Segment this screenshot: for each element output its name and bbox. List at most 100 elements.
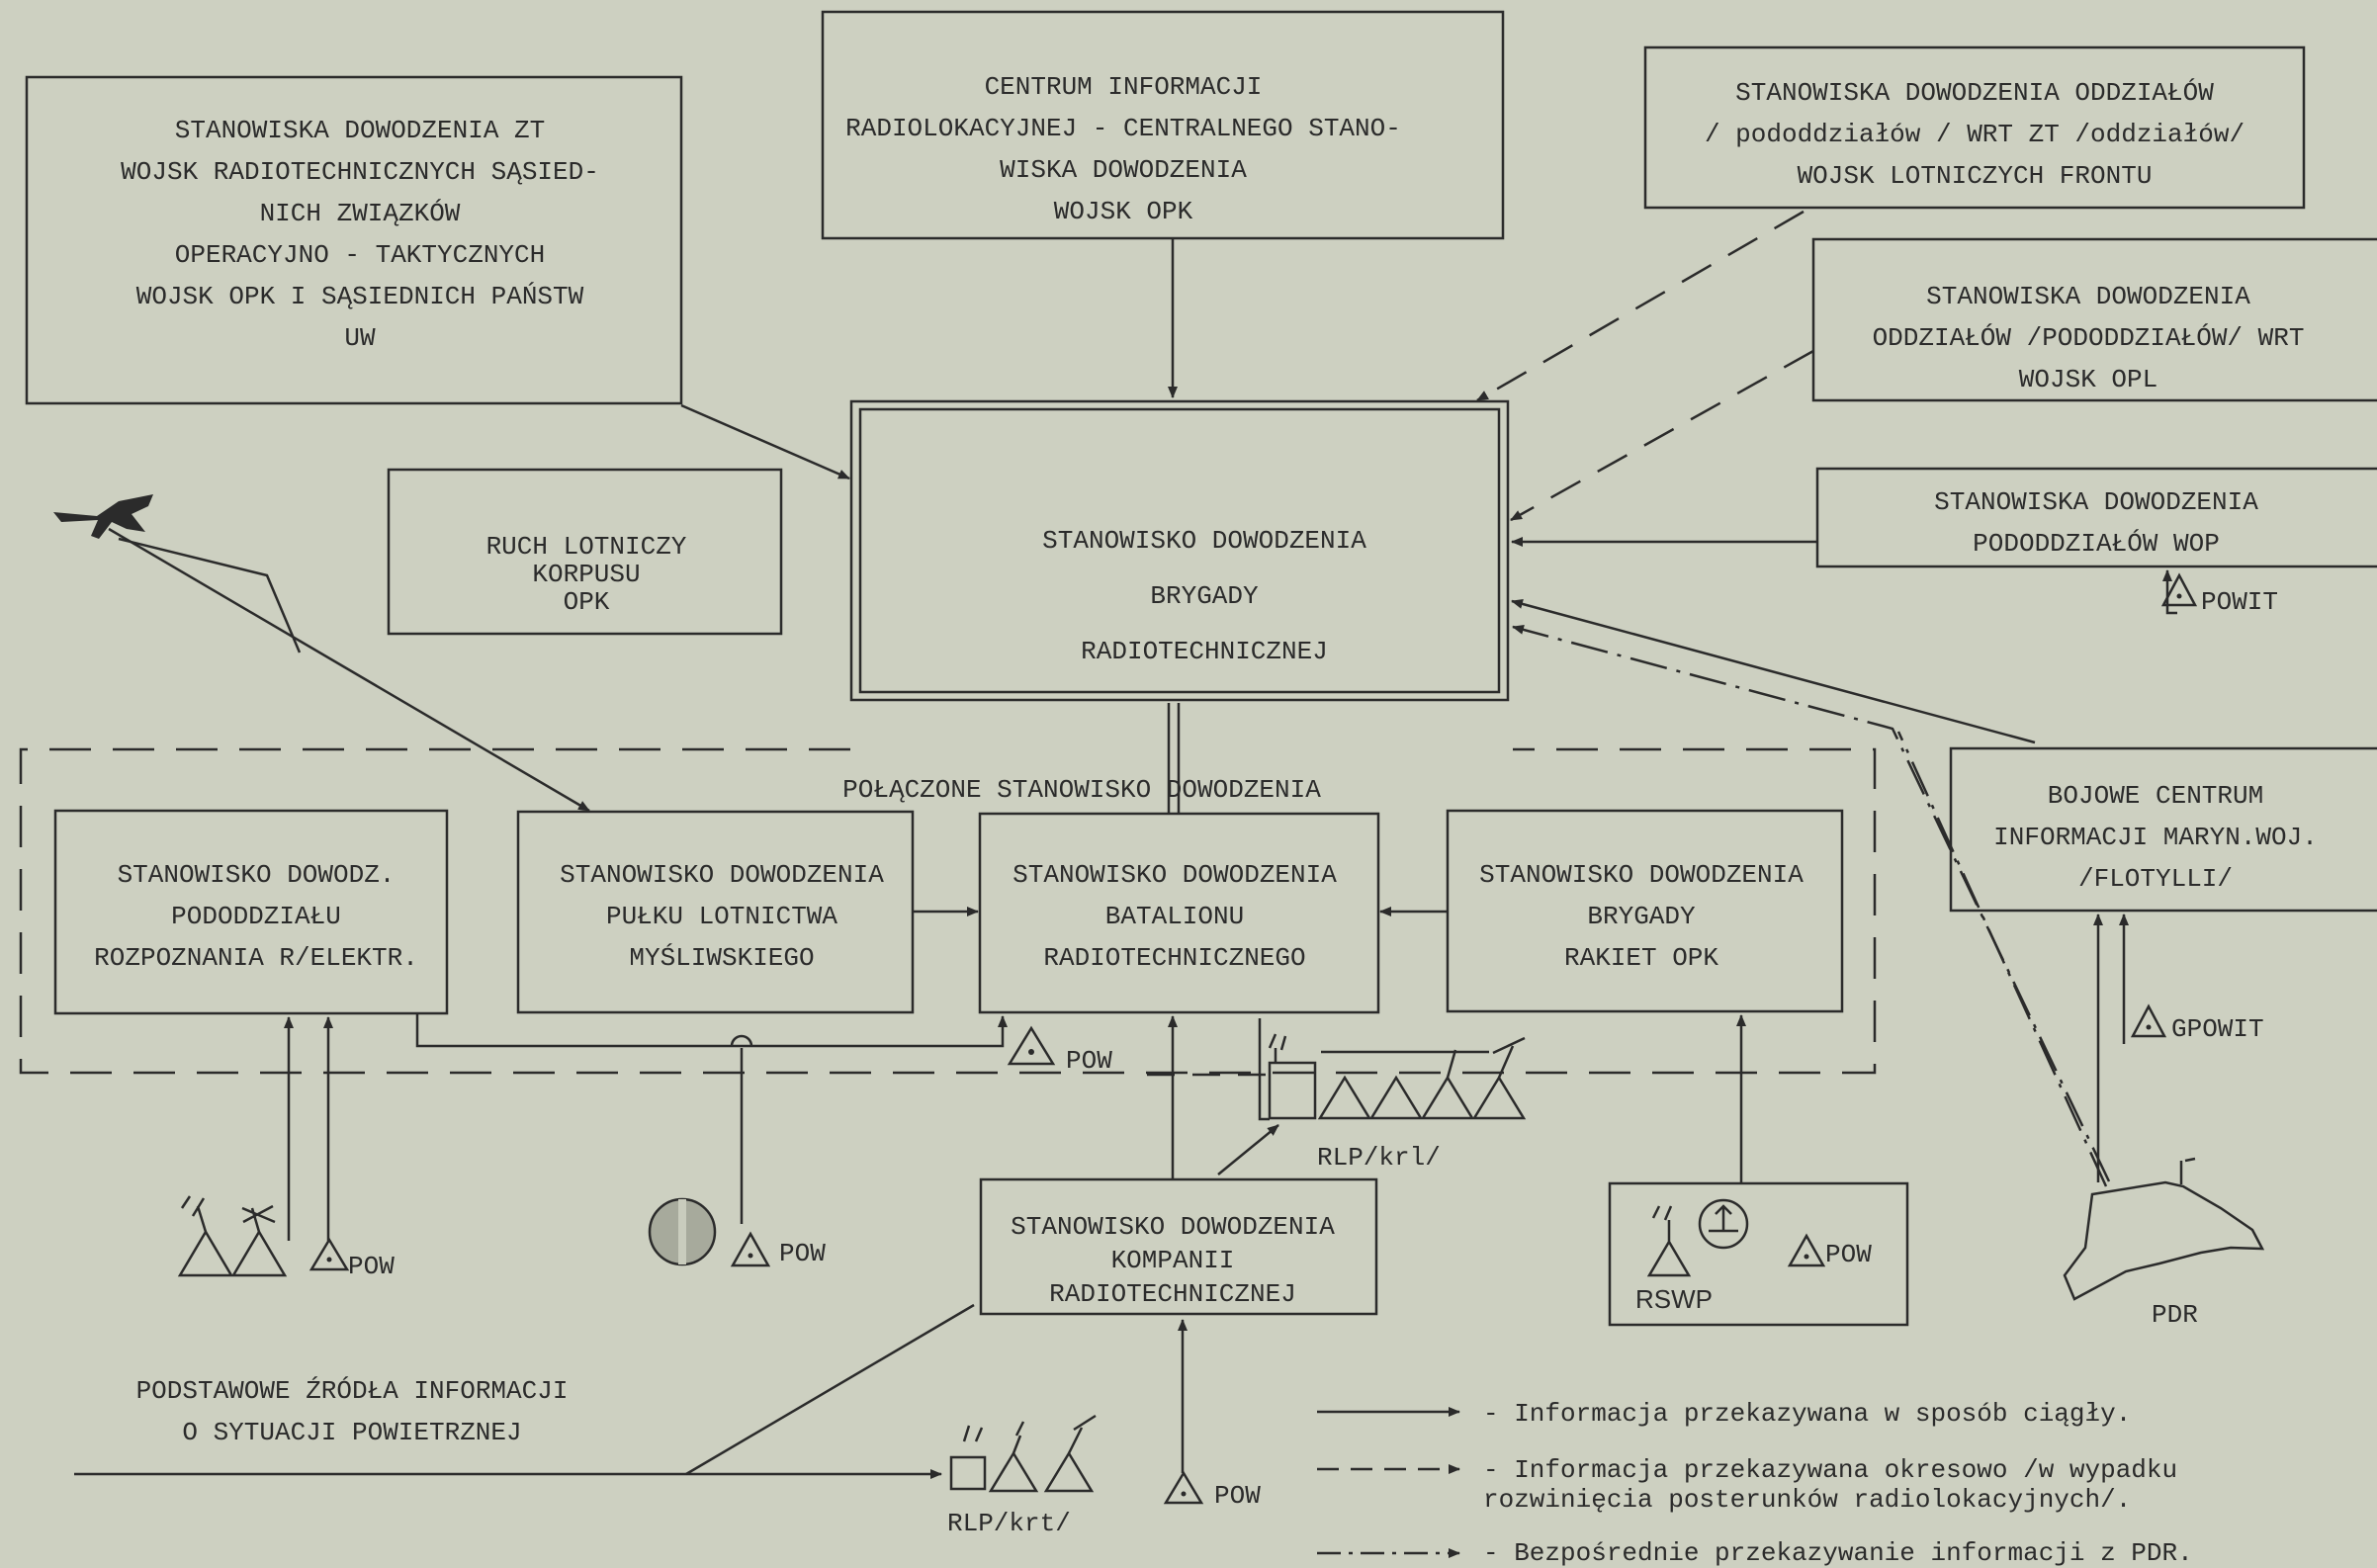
- text-line: WOJSK OPK: [1054, 197, 1193, 226]
- rlp-krl-station-icon: [1268, 1033, 1527, 1120]
- box-kompania-text: STANOWISKO DOWODZENIA KOMPANII RADIOTECHNI…: [1011, 1212, 1335, 1309]
- box-kompania: [979, 1177, 1378, 1316]
- text-line: KOMPANII: [1111, 1246, 1235, 1275]
- triangle-pow-icon: [1007, 1025, 1056, 1066]
- text-line: - Informacja przekazywana w sposób ciągł…: [1483, 1399, 2131, 1429]
- antenna-disc-icon: [648, 1197, 717, 1266]
- arrow-plane-pulk: [108, 527, 590, 813]
- pow-label: POW: [1825, 1240, 1872, 1269]
- rlp-krl-label: RLP/krl/: [1317, 1143, 1441, 1173]
- polaczone-label: POŁĄCZONE STANOWISKO DOWODZENIA: [842, 775, 1321, 805]
- line-crossover: [730, 1034, 753, 1047]
- text-line: WOJSK LOTNICZYCH FRONTU: [1798, 161, 2153, 191]
- box-brygada-rt-inner: [858, 407, 1501, 694]
- text-line: STANOWISKO DOWODZENIA: [1012, 860, 1337, 890]
- line-rlp-krl-batalion: [1258, 1018, 1270, 1121]
- text-line: OPK: [564, 587, 610, 617]
- legend: [1317, 1407, 1460, 1558]
- dashdot-pdr-right: [1896, 731, 2108, 1187]
- box-rozpoznanie: [53, 809, 449, 1015]
- text-line: WOJSK RADIOTECHNICZNYCH SĄSIED-: [121, 157, 599, 187]
- text-line: NICH ZWIĄZKÓW: [260, 199, 461, 228]
- box-rswp: [1608, 1181, 1909, 1327]
- box-brygada-rt-text: STANOWISKO DOWODZENIA BRYGADY RADIOTECHNIC…: [1042, 526, 1366, 666]
- pdr-label: PDR: [2152, 1300, 2198, 1330]
- text-line: /FLOTYLLI/: [2078, 864, 2233, 894]
- powit-label: POWIT: [2201, 587, 2278, 617]
- radar-station-icon: [177, 1195, 288, 1277]
- arrow-kompania-rlp-krl: [1217, 1124, 1279, 1176]
- pow-triangles: [308, 572, 2198, 1505]
- text-line: RADIOTECHNICZNEGO: [1043, 943, 1305, 973]
- pow-label: POW: [1066, 1046, 1112, 1076]
- box-zt-sasiednie: [25, 75, 683, 405]
- icon-labels: POWIT GPOWIT POW POW POW POW POW RLP/krl…: [348, 587, 2278, 1538]
- gpowit-label: GPOWIT: [2171, 1014, 2264, 1044]
- legend-dashed-text: - Informacja przekazywana okresowo /w wy…: [1483, 1455, 2177, 1515]
- triangle-pow-icon: [730, 1231, 771, 1267]
- pow-label: POW: [779, 1239, 826, 1268]
- text-line: RAKIET OPK: [1564, 943, 1718, 973]
- box-brygada-rt-outer: [849, 399, 1510, 702]
- pow-label: POW: [348, 1252, 395, 1281]
- arrow-zt-brygada: [680, 403, 850, 480]
- aircraft-icon: [53, 494, 153, 539]
- box-opl: [1811, 237, 2377, 402]
- legend-text: - Informacja przekazywana w sposób ciągł…: [1483, 1399, 2193, 1568]
- text-line: PODODDZIAŁÓW WOP: [1973, 529, 2220, 559]
- text-line: - Bezpośrednie przekazywanie informacji …: [1483, 1538, 2193, 1568]
- rswp-station-icon: [1646, 1198, 1749, 1277]
- arrow-bojowe-brygada: [1511, 599, 2036, 744]
- box-wop: [1815, 467, 2377, 568]
- text-line: UW: [344, 323, 376, 353]
- text-line: - Informacja przekazywana okresowo /w wy…: [1483, 1455, 2177, 1485]
- box-bojowe: [1949, 746, 2377, 913]
- arrow-rozpoznanie-batalion: [415, 1013, 1008, 1048]
- box-ruch: [387, 468, 783, 636]
- rswp-label: RSWP: [1635, 1284, 1713, 1314]
- polaczone-boundary: [19, 747, 1877, 1075]
- text-line: RUCH LOTNICZY: [486, 532, 687, 562]
- text-line: ODDZIAŁÓW /PODODDZIAŁÓW/ WRT: [1873, 323, 2305, 353]
- text-line: STANOWISKA DOWODZENIA: [1926, 282, 2250, 311]
- text-line: rozwinięcia posterunków radiolokacyjnych…: [1483, 1485, 2131, 1515]
- line-zrodla-kompania: [685, 1303, 975, 1476]
- text-line: BATALIONU: [1105, 902, 1244, 931]
- dashdot-pdr-brygada: [1512, 625, 2111, 1182]
- arrow-opl-brygada: [1510, 349, 1814, 522]
- triangle-pow-icon: [308, 1237, 350, 1271]
- text-line: WISKA DOWODZENIA: [1000, 155, 1247, 185]
- text-line: ROZPOZNANIA R/ELEKTR.: [94, 943, 418, 973]
- text-line: RADIOTECHNICZNEJ: [1049, 1279, 1296, 1309]
- box-lotnicze: [1643, 45, 2306, 210]
- text-line: STANOWISKO DOWODZENIA: [1042, 526, 1366, 556]
- text-line: / pododdziałów / WRT ZT /oddziałów/: [1705, 120, 2245, 149]
- triangle-pow-icon: [2160, 572, 2198, 607]
- text-line: BRYGADY: [1150, 581, 1259, 611]
- text-line: RADIOTECHNICZNEJ: [1081, 637, 1328, 666]
- text-line: RADIOLOKACYJNEJ - CENTRALNEGO STANO-: [845, 114, 1401, 143]
- rlp-krt-label: RLP/krt/: [947, 1509, 1071, 1538]
- box-centrum: [821, 10, 1505, 240]
- box-opl-text: STANOWISKA DOWODZENIA ODDZIAŁÓW /PODODDZI…: [1873, 282, 2305, 394]
- box-lotnicze-text: STANOWISKA DOWODZENIA ODDZIAŁÓW / pododdz…: [1705, 78, 2245, 191]
- ship-pdr-icon: [2063, 1157, 2265, 1301]
- text-line: PODODDZIAŁU: [171, 902, 341, 931]
- text-line: WOJSK OPL: [2019, 365, 2157, 394]
- text-line: MYŚLIWSKIEGO: [629, 943, 814, 973]
- text-line: STANOWISKA DOWODZENIA ODDZIAŁÓW: [1735, 78, 2214, 108]
- text-line: STANOWISKO DOWODZ.: [118, 860, 396, 890]
- text-line: OPERACYJNO - TAKTYCZNYCH: [175, 240, 545, 270]
- triangle-pow-icon: [2130, 1003, 2167, 1038]
- text-line: STANOWISKO DOWODZENIA: [1011, 1212, 1335, 1242]
- box-batalion-text: STANOWISKO DOWODZENIA BATALIONU RADIOTECHN…: [1012, 860, 1337, 973]
- text-line: BOJOWE CENTRUM: [2048, 781, 2263, 811]
- text-line: PUŁKU LOTNICTWA: [606, 902, 837, 931]
